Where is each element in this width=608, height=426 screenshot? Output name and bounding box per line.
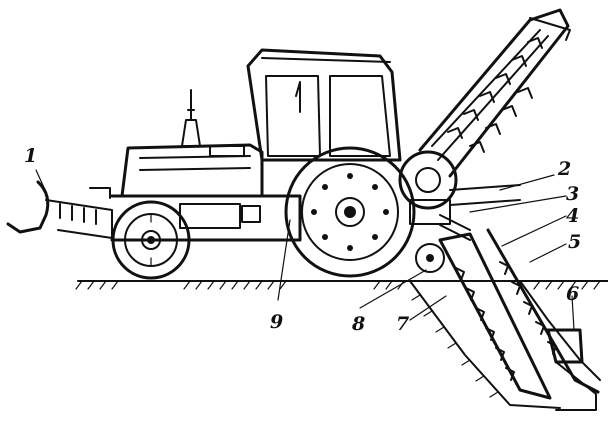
dozer-blade bbox=[6, 180, 113, 239]
callout-labels: 1 2 3 4 5 6 7 8 9 bbox=[24, 145, 581, 335]
callout-8: 8 bbox=[351, 313, 365, 335]
front-wheel bbox=[111, 200, 191, 280]
callout-1: 1 bbox=[24, 145, 37, 167]
callout-2: 2 bbox=[557, 158, 571, 180]
upper-boom bbox=[418, 8, 571, 178]
callout-7: 7 bbox=[396, 313, 409, 335]
leader-lines bbox=[35, 169, 575, 331]
callout-5: 5 bbox=[568, 231, 581, 253]
ground-line bbox=[75, 280, 608, 290]
tractor-body bbox=[110, 89, 302, 242]
rear-wheel bbox=[284, 146, 416, 278]
tractor-cab bbox=[246, 48, 402, 162]
callout-6: 6 bbox=[566, 283, 579, 305]
callout-9: 9 bbox=[270, 311, 283, 333]
callout-4: 4 bbox=[566, 205, 579, 227]
lower-boom bbox=[438, 228, 600, 411]
trench bbox=[409, 280, 601, 409]
callout-3: 3 bbox=[566, 183, 579, 205]
trencher-drive bbox=[398, 150, 521, 273]
